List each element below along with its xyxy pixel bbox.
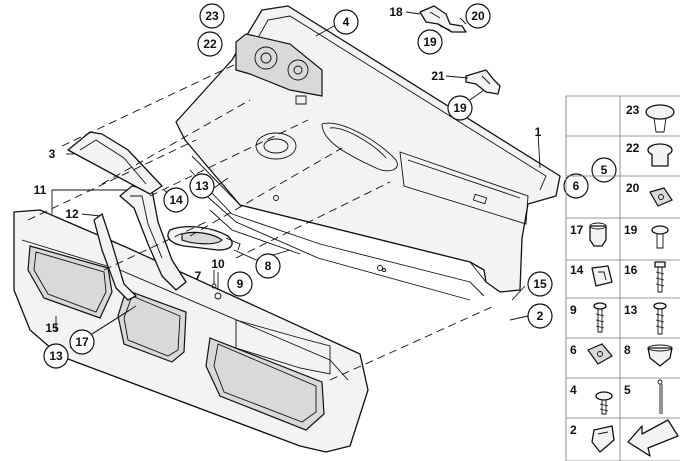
door-trim-panel bbox=[175, 5, 561, 301]
trim-strip bbox=[93, 213, 137, 301]
grid-label-19: 19 bbox=[624, 223, 638, 237]
callout-10: 10 bbox=[211, 257, 225, 271]
callout-3: 3 bbox=[49, 147, 56, 161]
callout-23: 23 bbox=[205, 9, 219, 23]
grid-label-5: 5 bbox=[624, 383, 631, 397]
callout-20: 20 bbox=[471, 9, 485, 23]
callout-5: 5 bbox=[601, 163, 608, 177]
callout-7: 7 bbox=[195, 269, 202, 283]
callout-4: 4 bbox=[343, 15, 350, 29]
callout-14: 14 bbox=[169, 193, 183, 207]
callout-22: 22 bbox=[203, 37, 217, 51]
grid-label-20: 20 bbox=[626, 181, 640, 195]
callout-12: 12 bbox=[65, 207, 79, 221]
callout-1: 1 bbox=[535, 125, 542, 139]
callout-9: 9 bbox=[237, 277, 244, 291]
callout-11: 11 bbox=[34, 183, 47, 197]
fastener-grid: 23 22 20 17 19 14 16 9 13 6 bbox=[565, 95, 680, 461]
clip-dot bbox=[214, 292, 222, 300]
grid-label-14: 14 bbox=[570, 263, 584, 277]
callout-6: 6 bbox=[573, 179, 580, 193]
grid-label-23: 23 bbox=[626, 103, 640, 117]
arrow-icon bbox=[627, 419, 679, 457]
grid-label-22: 22 bbox=[626, 141, 640, 155]
bracket-upper bbox=[419, 5, 467, 33]
bracket-lower bbox=[465, 69, 501, 95]
grid-label-8: 8 bbox=[624, 343, 631, 357]
grid-label-4: 4 bbox=[570, 383, 577, 397]
callout-2: 2 bbox=[537, 309, 544, 323]
callout-19b: 19 bbox=[453, 101, 467, 115]
grid-label-17: 17 bbox=[570, 223, 584, 237]
grid-label-6: 6 bbox=[570, 343, 577, 357]
callout-18: 18 bbox=[389, 5, 403, 19]
callout-8: 8 bbox=[265, 259, 272, 273]
assembly-lines bbox=[27, 63, 495, 381]
grid-label-9: 9 bbox=[570, 303, 577, 317]
grid-label-13: 13 bbox=[624, 303, 638, 317]
callout-15b: 15 bbox=[45, 321, 59, 335]
callout-19a: 19 bbox=[423, 35, 437, 49]
grid-label-2: 2 bbox=[570, 423, 577, 437]
callout-13b: 13 bbox=[49, 349, 63, 363]
grid-label-16: 16 bbox=[624, 263, 638, 277]
callouts: 23 22 4 18 20 19 21 19 1 5 6 3 11 12 14 … bbox=[34, 3, 617, 369]
door-handle bbox=[167, 225, 241, 251]
lower-trim-panel bbox=[13, 209, 369, 453]
callout-21: 21 bbox=[431, 69, 445, 83]
callout-17: 17 bbox=[75, 335, 89, 349]
callout-13a: 13 bbox=[195, 179, 209, 193]
callout-15a: 15 bbox=[533, 277, 547, 291]
